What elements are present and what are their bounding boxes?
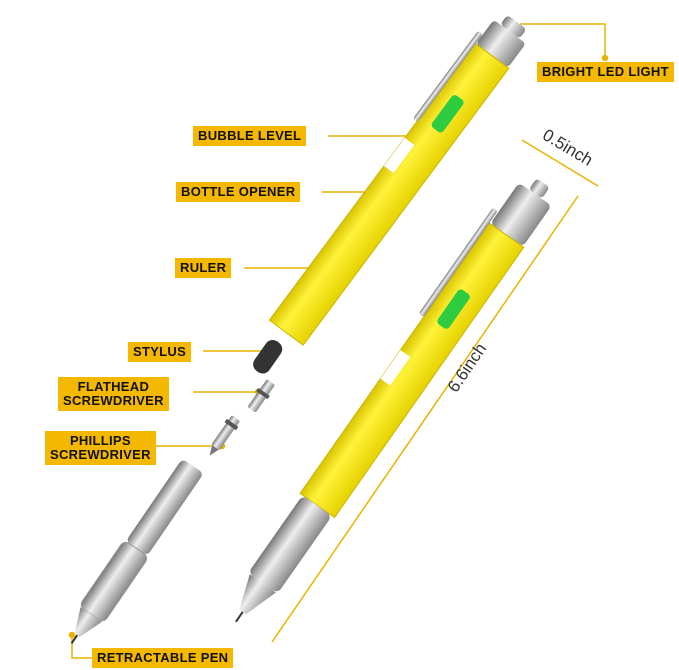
upper-pen-body: [268, 16, 526, 346]
label-ruler: RULER: [175, 258, 232, 278]
phillips-part: [209, 415, 240, 456]
label-phillips-screwdriver: PHILLIPS SCREWDRIVER: [45, 431, 156, 465]
label-phillips-line2: SCREWDRIVER: [50, 447, 151, 462]
label-flathead-line1: FLATHEAD: [77, 379, 150, 394]
label-bottle-opener: BOTTLE OPENER: [176, 182, 301, 202]
lower-pen-body: [235, 179, 550, 623]
flathead-part: [248, 379, 275, 412]
label-bubble-level: BUBBLE LEVEL: [193, 126, 307, 146]
label-phillips-line1: PHILLIPS: [69, 433, 131, 448]
label-bright-led-light: BRIGHT LED LIGHT: [537, 62, 674, 82]
leader-lines: [68, 23, 609, 659]
label-flathead-line2: SCREWDRIVER: [63, 393, 164, 408]
label-retractable-pen: RETRACTABLE PEN: [92, 648, 234, 668]
stylus-part: [253, 339, 283, 374]
label-stylus: STYLUS: [128, 342, 192, 362]
label-flathead-screwdriver: FLATHEAD SCREWDRIVER: [58, 377, 169, 411]
retractable-pen-part: [70, 460, 202, 644]
